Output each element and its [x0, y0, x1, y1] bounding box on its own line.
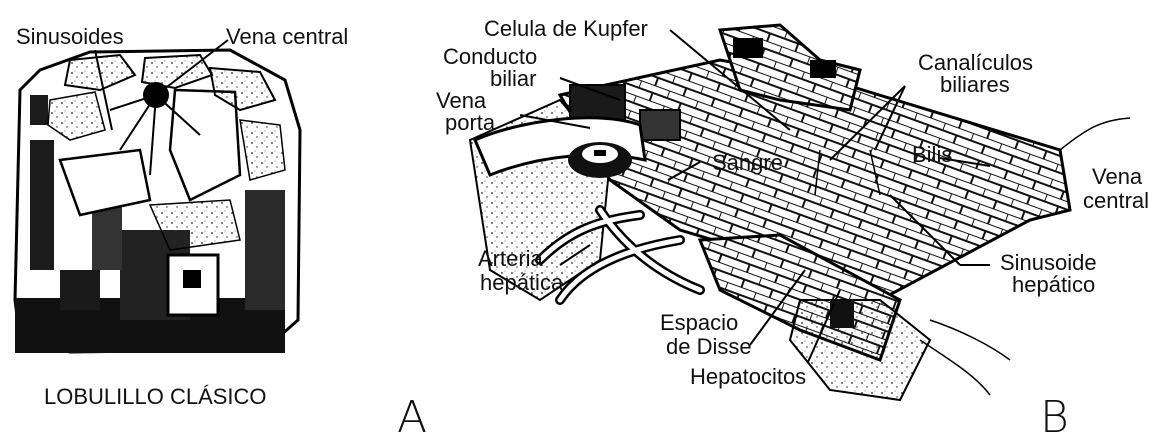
label-celula-kupfer: Celula de Kupfer: [484, 16, 648, 41]
label-biliar: biliar: [490, 66, 536, 91]
label-sinusoide-hepatico-line2: hepático: [1012, 272, 1095, 297]
label-de-disse: de Disse: [666, 334, 752, 359]
label-biliares: biliares: [940, 72, 1010, 97]
panel-letter-b: B: [1040, 392, 1069, 439]
label-bilis: Bilis: [912, 142, 952, 167]
label-vena-central-a: Vena central: [226, 24, 348, 49]
label-vena-central-b-line1: Vena: [1092, 164, 1143, 189]
label-espacio: Espacio: [660, 310, 738, 335]
label-arteria: Arteria: [478, 246, 544, 271]
label-hepatica: hepática: [480, 270, 564, 295]
label-sangre: Sangre: [712, 150, 783, 175]
label-vena-central-b-line2: central: [1083, 188, 1149, 213]
panel-letter-a: A: [397, 392, 427, 439]
panel-a-lobule-illustration: [15, 40, 300, 353]
label-vena-porta-line2: porta: [445, 110, 496, 135]
caption-lobulillo: LOBULILLO CLÁSICO: [44, 384, 267, 409]
panel-b-hepatic-illustration: [470, 25, 1130, 400]
label-sinusoides: Sinusoides: [16, 24, 124, 49]
label-hepatocitos: Hepatocitos: [690, 364, 806, 389]
